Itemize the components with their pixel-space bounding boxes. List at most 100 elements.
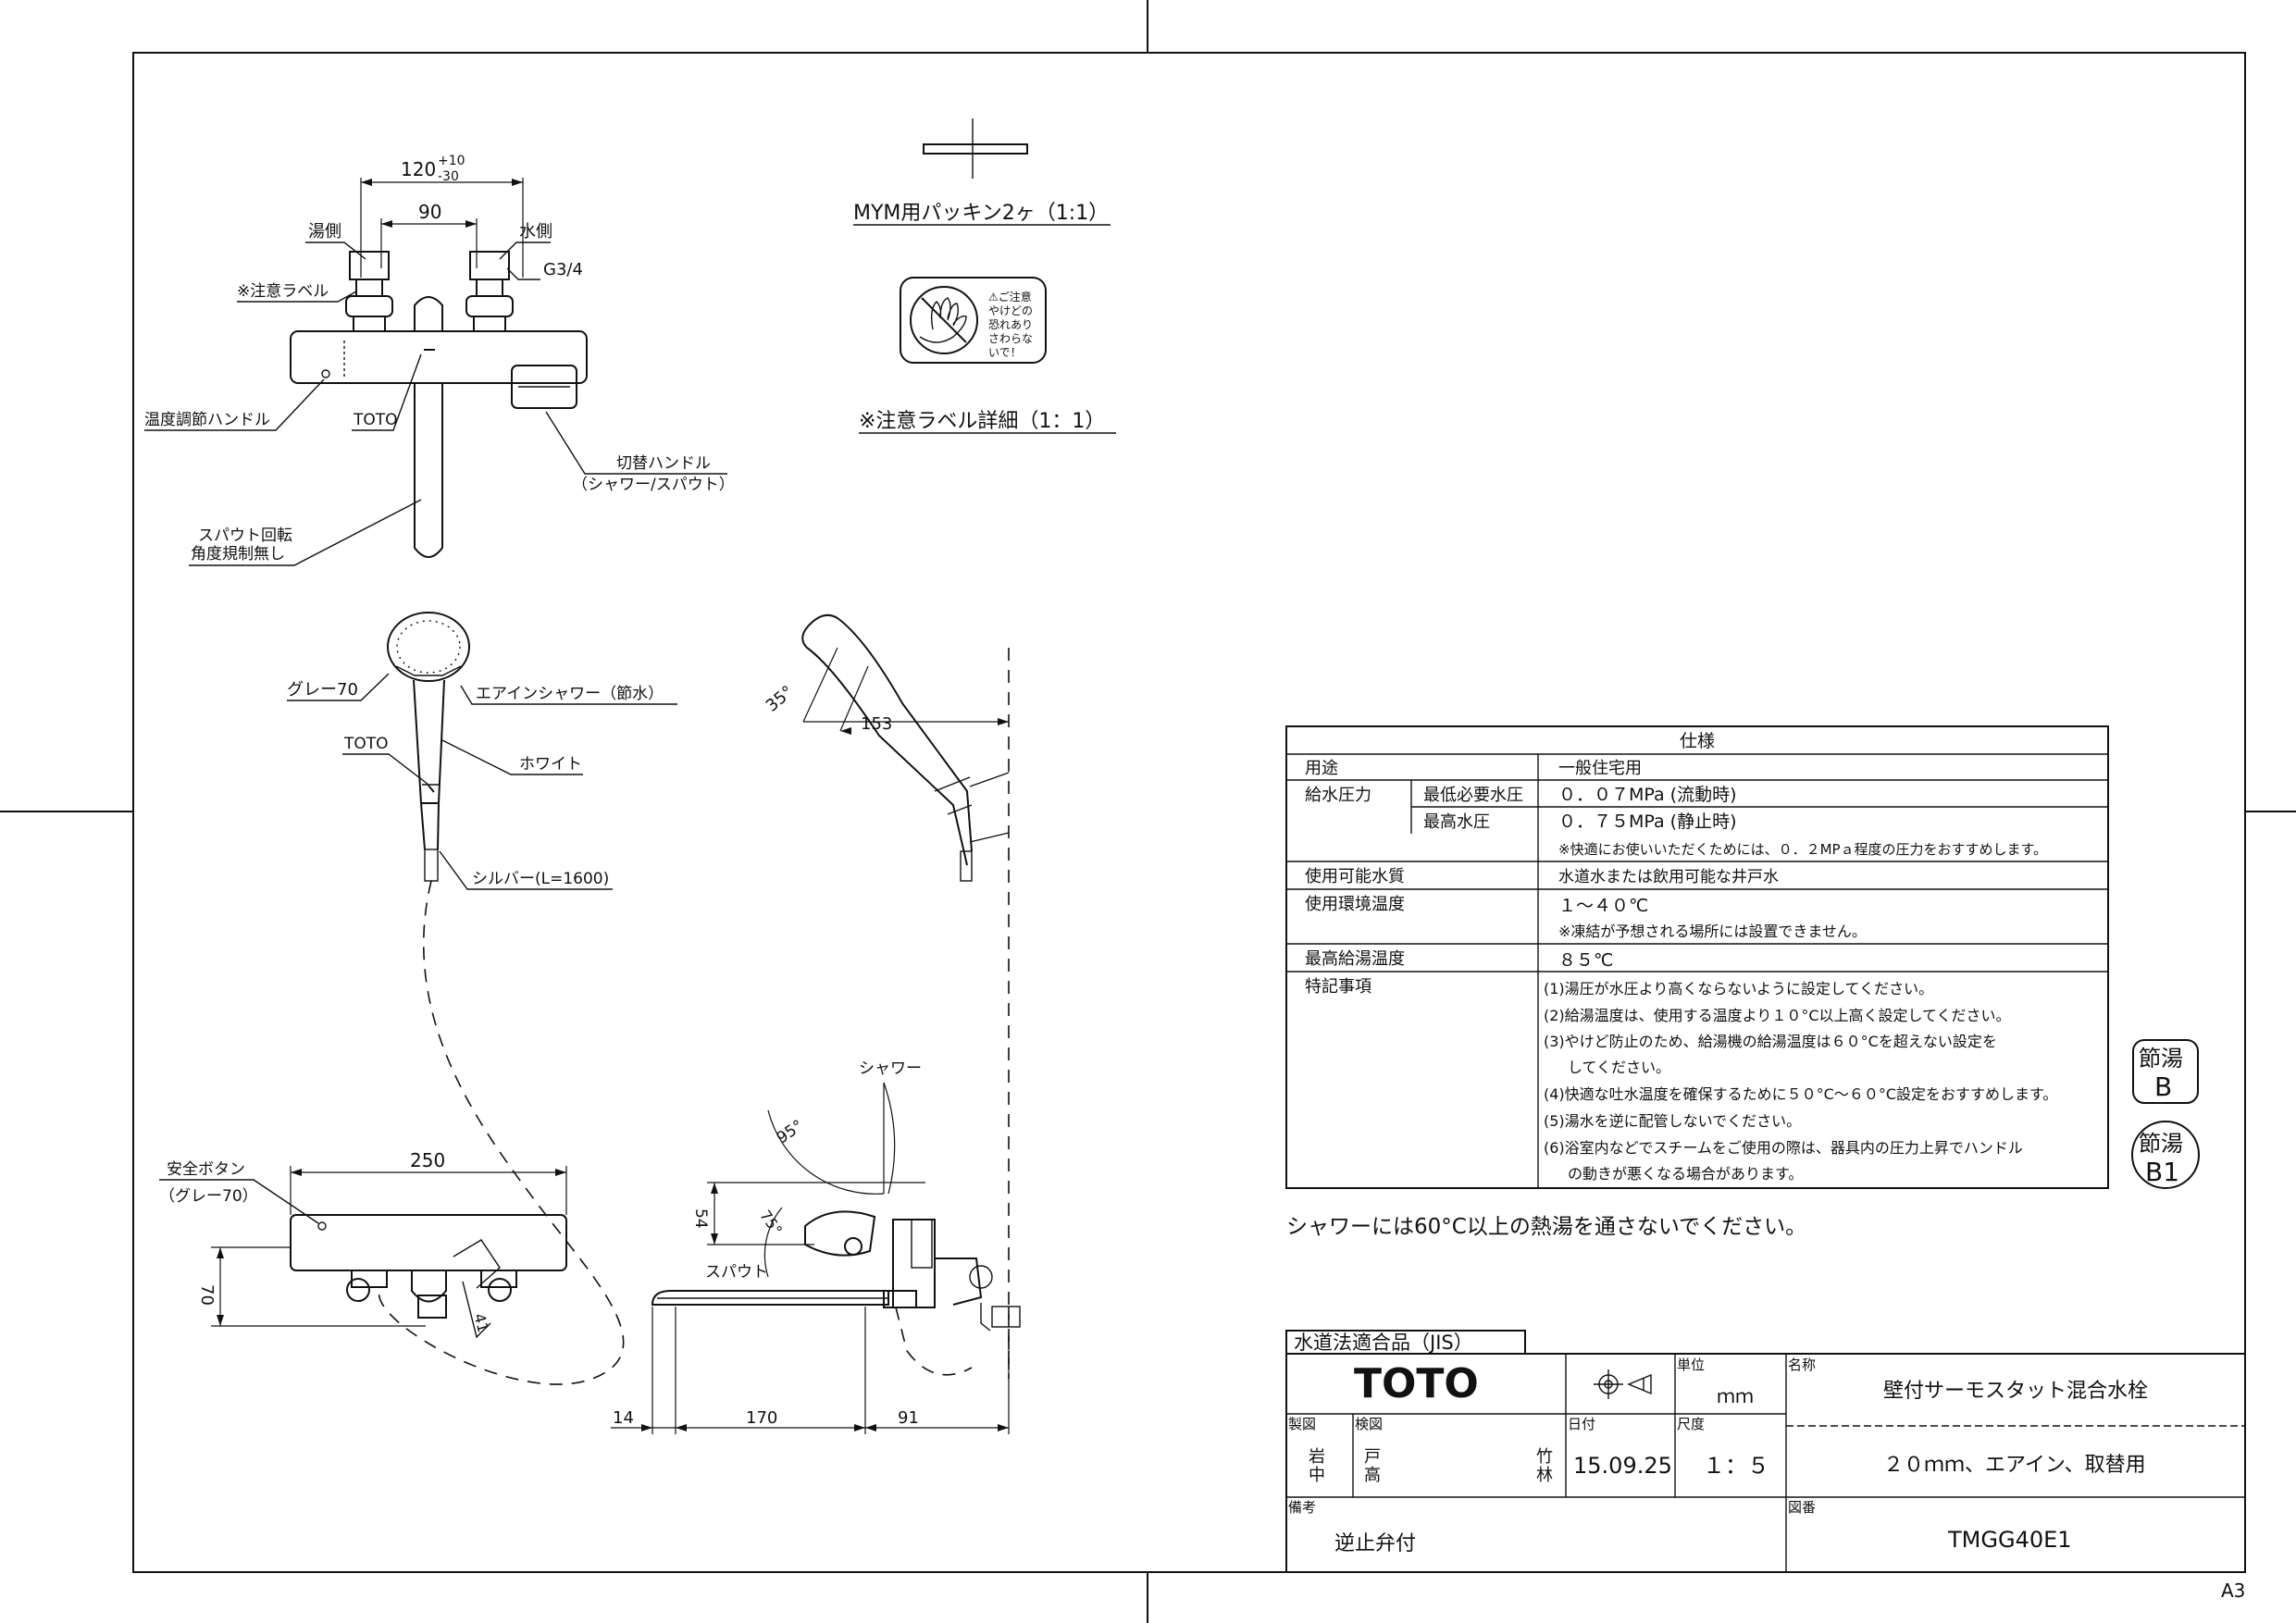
approved-name-2: 林 — [1536, 1466, 1553, 1485]
front-view: 250 70 41 安全ボタン （グレー70） — [159, 1149, 567, 1339]
spec-label-0: 用途 — [1305, 759, 1338, 778]
dim-tol-minus: -30 — [438, 169, 459, 184]
dim-14: 14 — [613, 1408, 634, 1428]
badge-b1-bottom: B1 — [2145, 1157, 2179, 1187]
label-caution-label: ※注意ラベル — [237, 282, 329, 301]
spec-sub-1: 最低必要水圧 — [1423, 786, 1523, 805]
dim-153: 153 — [861, 714, 892, 734]
angle-75: 75° — [756, 1207, 786, 1238]
unit-label: 単位 — [1677, 1357, 1705, 1373]
caution-sticker: ⚠ご注意 やけどの 恐れあり さわらな いで！ ※注意ラベル詳細（1：1） — [859, 277, 1116, 434]
spec-label-1: 給水圧力 — [1305, 786, 1371, 805]
spec-label-4: 使用可能水質 — [1305, 867, 1405, 886]
spec-rows: 用途 一般住宅用 給水圧力 最低必要水圧 ０．０７MPa (流動時) 最高水圧 … — [1305, 759, 2057, 1183]
remarks-value: 逆止弁付 — [1334, 1532, 1416, 1555]
side-view: シャワー 95° 75° スパウト 54 14 170 91 — [611, 1059, 1021, 1434]
dim-170: 170 — [746, 1408, 777, 1428]
packing-detail: MYM用パッキン2ヶ（1:1） — [853, 118, 1111, 226]
dim-54: 54 — [691, 1208, 710, 1229]
approved-name-1: 竹 — [1536, 1447, 1553, 1467]
label-temp-handle: 温度調節ハンドル — [144, 411, 270, 429]
remarks-label: 備考 — [1288, 1499, 1316, 1516]
spec-value-4: 水道水または飲用可能な井戸水 — [1558, 868, 1779, 886]
checked-name-2: 高 — [1364, 1466, 1381, 1485]
checked-name-1: 戸 — [1364, 1447, 1381, 1467]
spec-value-3: ※快適にお使いいただくためには、０．２MPａ程度の圧力をおすすめします。 — [1558, 841, 2047, 858]
spec-label-5: 使用環境温度 — [1305, 895, 1405, 914]
label-silver: シルバー(L=1600) — [472, 870, 609, 888]
spec-value-5: １～４０℃ — [1558, 896, 1648, 916]
dim-91: 91 — [898, 1408, 919, 1428]
drawing-no-label: 図番 — [1788, 1499, 1816, 1516]
label-cold-side: 水側 — [519, 222, 552, 242]
spec-value-0: 一般住宅用 — [1558, 759, 1642, 778]
label-switch-handle: 切替ハンドル — [616, 454, 711, 473]
spec-title: 仕様 — [1680, 731, 1715, 751]
label-white: ホワイト — [519, 755, 582, 774]
spec-value-6: ※凍結が予想される場所には設置できません。 — [1558, 923, 1867, 940]
made-label: 製図 — [1288, 1416, 1316, 1432]
label-spout-note-1: スパウト回転 — [198, 527, 292, 545]
spec-value-2: ０．７５MPa (静止時) — [1558, 812, 1737, 832]
top-view: 120 +10 -30 90 湯側 水側 G3/4 — [144, 154, 735, 566]
spec-value-15: の動きが悪くなる場合があります。 — [1568, 1165, 1803, 1183]
date-label: 日付 — [1568, 1416, 1595, 1432]
dim-41: 41 — [470, 1311, 492, 1334]
label-safety-button-sub: （グレー70） — [159, 1187, 258, 1206]
dim-90: 90 — [418, 201, 441, 223]
angle-35: 35° — [763, 682, 798, 716]
badge-b-top: 節湯 — [2139, 1046, 2183, 1072]
spec-value-7: ８５℃ — [1558, 950, 1613, 971]
badge-b1-top: 節湯 — [2139, 1131, 2183, 1157]
spec-value-8: (1)湯圧が水圧より高くならないように設定してください。 — [1544, 980, 1933, 997]
sticker-caption: ※注意ラベル詳細（1：1） — [859, 410, 1105, 433]
label-brand-top: TOTO — [353, 411, 398, 429]
hand-shower-side: 153 35° — [763, 613, 1010, 1369]
label-switch-handle-sub: （シャワー/スパウト） — [572, 476, 735, 494]
spec-value-1: ０．０７MPa (流動時) — [1558, 785, 1737, 805]
sticker-text-3: 恐れあり — [988, 318, 1033, 331]
warning-note: シャワーには60°C以上の熱湯を通さないでください。 — [1286, 1215, 1806, 1239]
spec-value-12: (4)快適な吐水温度を確保するために５０°C～６０°C設定をおすすめします。 — [1544, 1085, 2057, 1103]
packing-caption: MYM用パッキン2ヶ（1:1） — [853, 202, 1109, 225]
toto-logo: TOTO — [1354, 1360, 1479, 1407]
date-value: 15.09.25 — [1573, 1453, 1672, 1479]
spec-label-8: 特記事項 — [1305, 977, 1371, 997]
spec-sub-2: 最高水圧 — [1423, 812, 1490, 832]
unit-value: ｍｍ — [1717, 1385, 1754, 1407]
spec-value-14: (6)浴室内などでスチームをご使用の際は、器具内の圧力上昇でハンドル — [1544, 1139, 2023, 1157]
sticker-text-1: ⚠ご注意 — [988, 290, 1032, 304]
badge-b-bottom: B — [2154, 1072, 2172, 1102]
label-hot-side: 湯側 — [308, 222, 341, 242]
label-spout-note-2: 角度規制無し — [191, 545, 285, 564]
label-thread: G3/4 — [543, 260, 583, 279]
name-value: 壁付サーモスタット混合水栓 — [1883, 1380, 2148, 1403]
name-label: 名称 — [1788, 1357, 1816, 1373]
spec-label-7: 最高給湯温度 — [1305, 949, 1405, 969]
badge-b1: 節湯 B1 — [2131, 1121, 2200, 1189]
spec-table — [1285, 725, 2109, 1189]
sticker-text-2: やけどの — [988, 304, 1033, 317]
dim-70: 70 — [197, 1284, 217, 1306]
label-shower-side: シャワー — [859, 1059, 922, 1078]
spec-value-9: (2)給湯温度は、使用する温度より１０°C以上高く設定してください。 — [1544, 1007, 2011, 1024]
sheet-size-label: A3 — [2221, 1580, 2245, 1602]
spec-value-10: (3)やけど防止のため、給湯機の給湯温度は６０°Cを超えない設定を — [1544, 1033, 1997, 1050]
jis-label: 水道法適合品（JIS） — [1294, 1332, 1473, 1354]
made-name-2: 中 — [1309, 1466, 1325, 1485]
scale-value: １：５ — [1703, 1453, 1769, 1479]
sticker-text-4: さわらな — [988, 332, 1033, 345]
label-safety-button: 安全ボタン — [167, 1160, 245, 1179]
dim-250: 250 — [410, 1149, 445, 1171]
drawing-no-value: TMGG40E1 — [1947, 1527, 2072, 1553]
checked-label: 検図 — [1355, 1416, 1383, 1432]
dim-120: 120 — [401, 158, 436, 180]
label-spout-side: スパウト — [705, 1263, 768, 1282]
spec-value-13: (5)湯水を逆に配管しないでください。 — [1544, 1112, 1801, 1130]
title-block — [1285, 1330, 2246, 1573]
dim-tol-plus: +10 — [438, 154, 465, 168]
badge-b: 節湯 B — [2132, 1039, 2199, 1104]
angle-95: 95° — [774, 1117, 807, 1148]
label-gray70: グレー70 — [287, 680, 358, 700]
